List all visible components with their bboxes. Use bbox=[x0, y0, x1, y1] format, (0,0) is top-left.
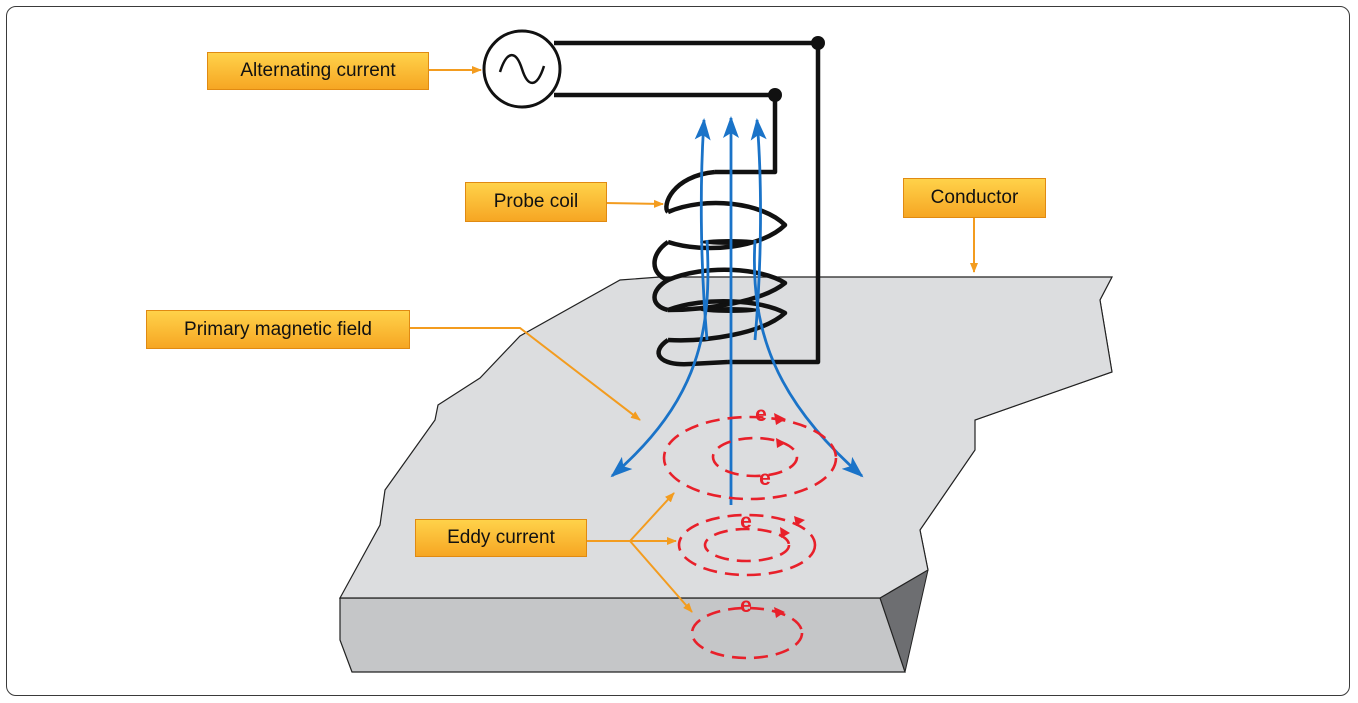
eddy-symbol: e bbox=[755, 403, 767, 426]
eddy-symbols: e e e e bbox=[740, 403, 771, 617]
conductor-front-face bbox=[339, 597, 906, 673]
eddy-arrow-icon bbox=[780, 527, 790, 538]
label-primary-magnetic-field: Primary magnetic field bbox=[146, 310, 410, 349]
coil-winding bbox=[652, 278, 670, 313]
wire-junction-node bbox=[768, 88, 782, 102]
leader-probe-coil bbox=[604, 199, 664, 208]
eddy-symbol: e bbox=[740, 594, 752, 617]
eddy-direction-arrows bbox=[774, 413, 805, 618]
label-probe-coil: Probe coil bbox=[465, 182, 607, 222]
ac-source bbox=[482, 29, 562, 109]
eddy-arrow-icon bbox=[774, 607, 785, 618]
eddy-arrow-icon bbox=[776, 438, 786, 448]
eddy-loop-inner-mid bbox=[703, 527, 791, 563]
coil-winding bbox=[652, 240, 788, 313]
eddy-currents bbox=[662, 415, 838, 660]
conductor-top-face bbox=[338, 276, 1113, 599]
eddy-arrow-icon bbox=[774, 413, 786, 425]
eddy-symbol: e bbox=[740, 510, 752, 533]
coil-top-loop bbox=[664, 169, 716, 214]
label-conductor: Conductor bbox=[903, 178, 1046, 218]
eddy-loop-outer-top bbox=[662, 415, 838, 501]
label-alternating-current: Alternating current bbox=[207, 52, 429, 90]
sine-wave-icon bbox=[498, 53, 546, 85]
label-eddy-current: Eddy current bbox=[415, 519, 587, 557]
inner-wire bbox=[554, 92, 778, 175]
conductor-block bbox=[338, 276, 1113, 673]
eddy-loop-inner-top bbox=[711, 436, 799, 478]
eddy-symbol: e bbox=[759, 467, 771, 490]
eddy-arrow-icon bbox=[794, 516, 805, 526]
eddy-loop-outer-mid bbox=[677, 513, 817, 577]
leader-lines bbox=[409, 66, 978, 613]
field-line-left-down bbox=[610, 239, 710, 478]
eddy-loop-bottom bbox=[690, 606, 804, 660]
coil-bottom-loop bbox=[656, 338, 729, 367]
leader-primary-field bbox=[409, 327, 641, 421]
wire-junction-node bbox=[811, 36, 825, 50]
leader-eddy-bottom bbox=[629, 540, 693, 613]
